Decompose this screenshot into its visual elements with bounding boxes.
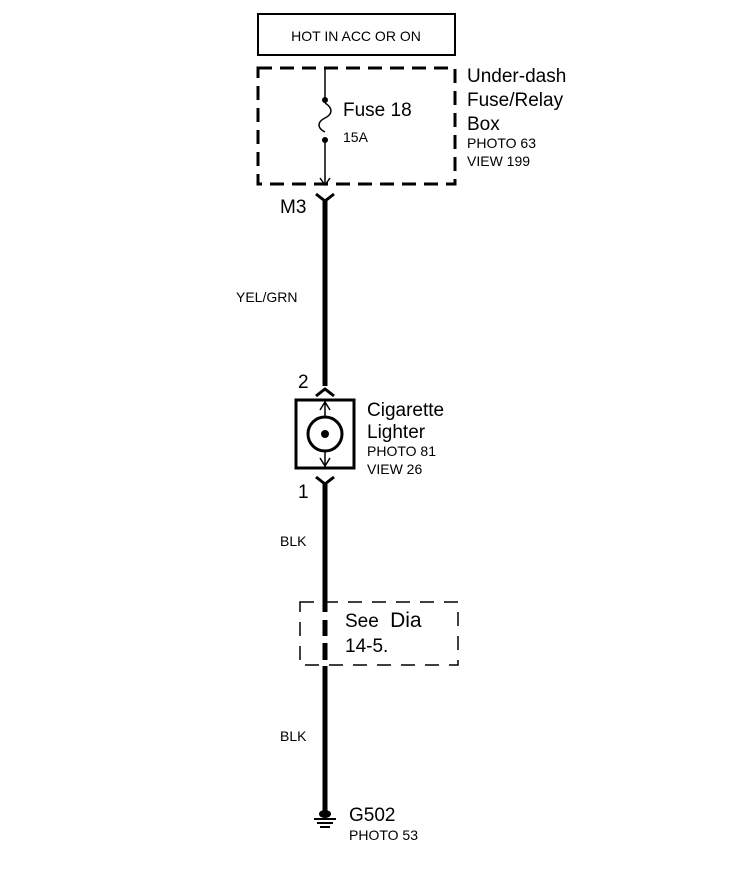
- ground-photo: PHOTO 53: [349, 827, 418, 843]
- cigarette-lighter: Cigarette Lighter PHOTO 81 VIEW 26: [294, 398, 444, 477]
- fuse-box: Under-dash Fuse/Relay Box PHOTO 63 VIEW …: [256, 66, 566, 186]
- wire-blk-upper-label: BLK: [280, 533, 307, 549]
- fuse-rating: 15A: [343, 129, 369, 145]
- fuse-name: Fuse 18: [343, 100, 412, 121]
- lighter-pin-1-label: 1: [298, 482, 309, 503]
- lighter-name-line2: Lighter: [367, 422, 426, 443]
- fuse-box-name-line3: Box: [467, 114, 500, 135]
- power-source-label: HOT IN ACC OR ON: [291, 28, 421, 44]
- lighter-pin-1: 1: [298, 475, 335, 503]
- ground-name: G502: [349, 805, 395, 826]
- reference-see: See: [345, 611, 379, 632]
- wire-yel-grn-label: YEL/GRN: [236, 289, 297, 305]
- power-source-box: HOT IN ACC OR ON: [257, 13, 456, 56]
- lighter-view: VIEW 26: [367, 461, 422, 477]
- lighter-pin-2-label: 2: [298, 372, 309, 393]
- fuse-symbol: Fuse 18 15A: [318, 68, 412, 187]
- connector-m3-label: M3: [280, 197, 306, 218]
- reference-box: See Dia 14-5.: [299, 601, 459, 666]
- lighter-pin-2: 2: [298, 372, 335, 398]
- fuse-box-name-line1: Under-dash: [467, 66, 566, 87]
- fuse-box-photo: PHOTO 63: [467, 135, 536, 151]
- svg-text:See Dia: See Dia: [345, 609, 422, 632]
- ground-g502: G502 PHOTO 53: [314, 805, 418, 843]
- reference-line2: 14-5.: [345, 636, 388, 657]
- wire-blk-lower-label: BLK: [280, 728, 307, 744]
- lighter-name-line1: Cigarette: [367, 400, 444, 421]
- reference-dia: Dia: [390, 609, 422, 632]
- lighter-photo: PHOTO 81: [367, 443, 436, 459]
- fuse-box-view: VIEW 199: [467, 153, 530, 169]
- fuse-box-name-line2: Fuse/Relay: [467, 90, 564, 111]
